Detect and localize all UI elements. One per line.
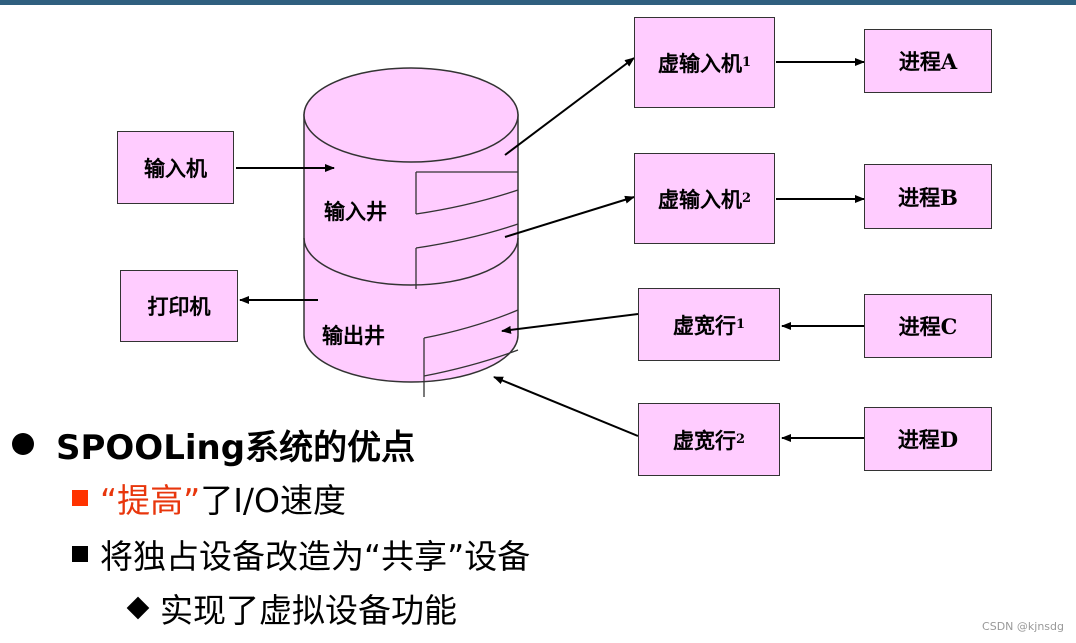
bullet-title: SPOOLing系统的优点	[12, 420, 415, 469]
bullet-item-1-quoted: “提高”	[100, 481, 201, 520]
process-c-box: 进程C	[864, 294, 992, 358]
printer-box: 打印机	[120, 270, 238, 342]
bullet-title-text: SPOOLing系统的优点	[56, 428, 416, 468]
arrow-well-to-vin1	[504, 57, 635, 156]
process-b-box: 进程B	[864, 164, 992, 229]
bullet-item-2-text: 将独占设备改造为“共享”设备	[100, 537, 531, 576]
virtual-printer-1-label: 虚宽行	[672, 312, 736, 338]
arrow-well-to-vin2	[504, 195, 635, 238]
virtual-printer-2-sub: 2	[735, 432, 746, 447]
arrows	[236, 57, 865, 442]
virtual-printer-1-sub: 1	[735, 317, 746, 332]
arrow-vp2-to-well	[493, 376, 639, 437]
process-d-box: 进程D	[864, 407, 992, 471]
bullet-item-1: “提高”了I/O速度	[72, 474, 346, 522]
process-d-label: 进程D	[897, 427, 959, 452]
virtual-printer-2-label: 虚宽行	[672, 427, 736, 453]
input-device-label: 输入机	[144, 155, 207, 181]
disk-cylinder	[303, 67, 519, 397]
top-accent-bar	[0, 0, 1076, 5]
process-c-label: 进程C	[898, 314, 958, 339]
bullet-subitem-text: 实现了虚拟设备功能	[160, 591, 457, 630]
watermark: CSDN @kjnsdg	[982, 620, 1064, 633]
process-a-box: 进程A	[864, 29, 992, 93]
bullet-item-1-rest: 了I/O速度	[200, 481, 347, 520]
red-square-bullet-icon	[72, 490, 88, 506]
bullet-subitem: 实现了虚拟设备功能	[126, 584, 457, 632]
arrow-vp1-to-well	[501, 313, 639, 334]
square-bullet-icon	[72, 546, 88, 562]
process-a-label: 进程A	[898, 49, 958, 74]
virtual-input-1-label: 虚输入机	[657, 50, 742, 76]
diamond-bullet-icon	[126, 596, 150, 620]
virtual-input-1-sub: 1	[741, 55, 752, 70]
process-b-label: 进程B	[898, 184, 958, 210]
bullet-dot-icon	[12, 433, 34, 455]
bullet-item-2: 将独占设备改造为“共享”设备	[72, 530, 530, 578]
input-well-label: 输入井	[324, 199, 387, 224]
output-well-label: 输出井	[322, 323, 385, 348]
printer-label: 打印机	[147, 294, 211, 319]
virtual-input-2-sub: 2	[741, 191, 752, 206]
input-device-box: 输入机	[117, 131, 234, 204]
virtual-input-2-label: 虚输入机	[657, 186, 742, 212]
